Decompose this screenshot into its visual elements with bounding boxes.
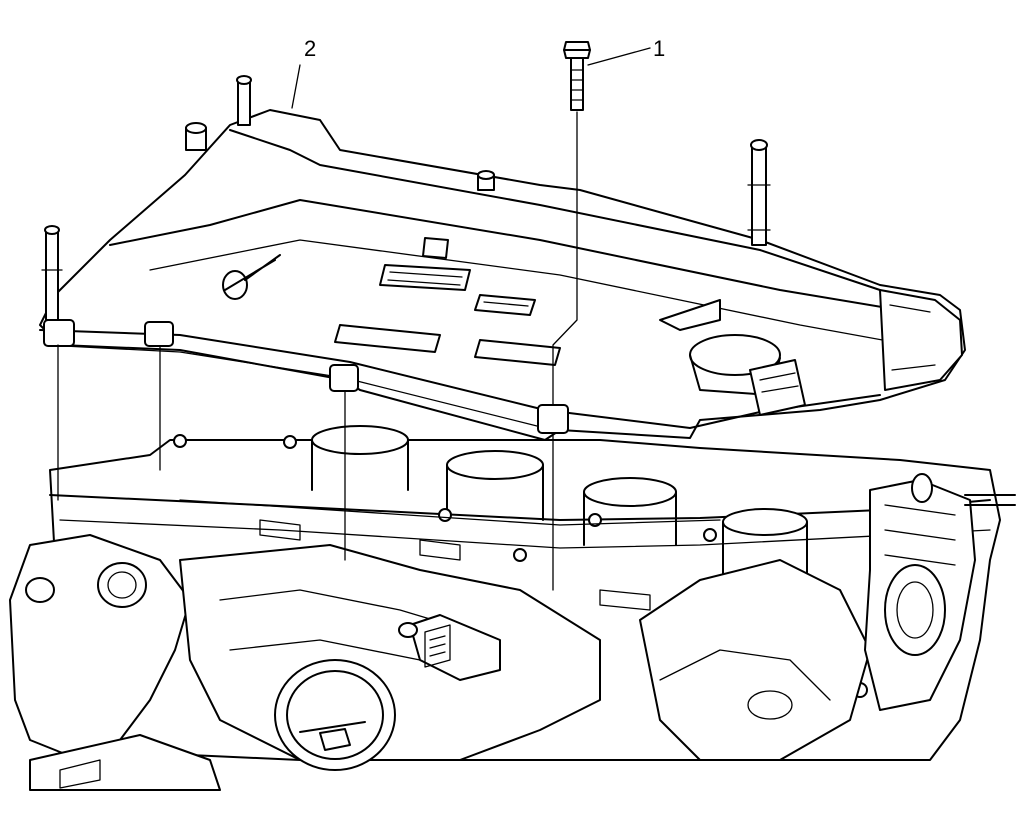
bolt-axis-line [552,111,578,406]
throttle-body [274,659,396,771]
callout-2-label: 2 [304,36,316,61]
cover-bolt [563,41,591,111]
alignment-lines [57,344,554,591]
callout-1-label: 1 [653,36,665,61]
right-side-components [639,473,1016,761]
cam-journals [311,425,808,576]
callout-1-leader [587,47,651,66]
callout-2-leader [291,64,301,109]
front-engine-components [9,534,225,791]
camshaft-cover [39,75,966,441]
sensor-connector [398,614,501,681]
